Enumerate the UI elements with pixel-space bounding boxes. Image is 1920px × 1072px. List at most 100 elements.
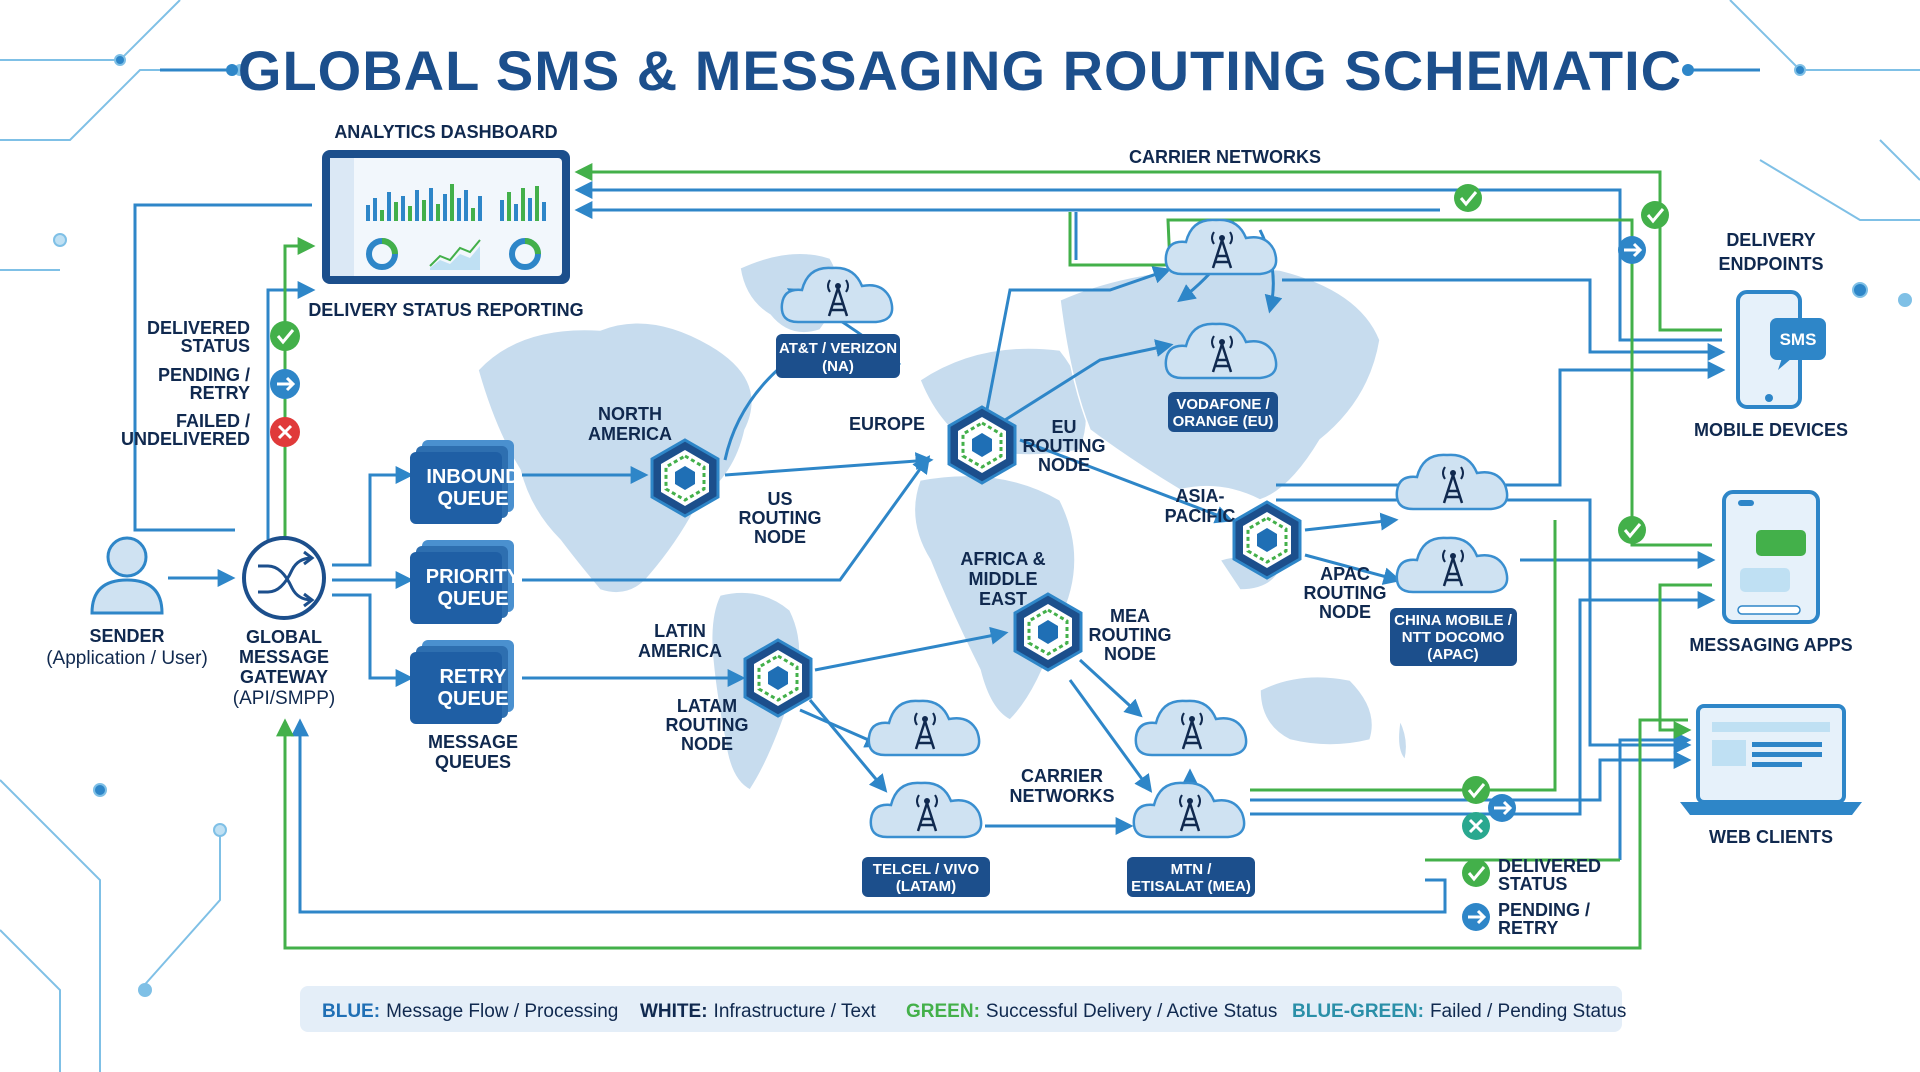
status-key-failed-label: FAILED / — [176, 411, 250, 431]
status-key-pending-label-2: RETRY — [190, 383, 250, 403]
mobile-device: SMS — [1736, 290, 1826, 409]
eu-node-label-2: ROUTING — [1023, 436, 1106, 456]
queues-caption: MESSAGE — [428, 732, 518, 752]
queue-label: PRIORITY — [426, 566, 521, 588]
carrier-networks-label: CARRIER — [1021, 766, 1103, 786]
mea-node-label-2: ROUTING — [1089, 625, 1172, 645]
region-europe: EUROPE — [849, 414, 925, 434]
gateway-label-3: GATEWAY — [240, 667, 328, 687]
legend-blue-green: BLUE-GREEN:Failed / Pending Status — [1292, 1001, 1626, 1022]
web-client-laptop — [1680, 704, 1862, 815]
tower-cloud-icon — [1164, 218, 1278, 276]
legend-white: WHITE:Infrastructure / Text — [640, 1001, 877, 1022]
tower-cloud-icon — [867, 699, 981, 757]
shuffle-icon — [258, 564, 313, 602]
gateway-label-4: (API/SMPP) — [233, 688, 335, 709]
latam-node-label: LATAM — [677, 696, 737, 716]
carrier-vodafone-label: VODAFONE / — [1176, 396, 1270, 413]
legend-blue: BLUE:Message Flow / Processing — [322, 1001, 618, 1022]
queue-label-2: QUEUE — [437, 488, 508, 510]
endpoints-heading: DELIVERY — [1726, 230, 1815, 250]
region-asia-pacific-2: PACIFIC — [1165, 506, 1236, 526]
dashboard-heading: ANALYTICS DASHBOARD — [334, 122, 557, 142]
legend-green: GREEN:Successful Delivery / Active Statu… — [906, 1001, 1277, 1022]
bottom-delivered-label-2: STATUS — [1498, 874, 1567, 894]
messaging-apps-label: MESSAGING APPS — [1689, 635, 1852, 655]
region-africa: AFRICA & — [960, 549, 1045, 569]
legend: BLUE:Message Flow / Processing WHITE:Inf… — [300, 986, 1626, 1032]
apac-node-label-2: ROUTING — [1304, 583, 1387, 603]
check-icon — [1454, 184, 1482, 212]
user-icon — [106, 536, 148, 578]
mea-node-label: MEA — [1110, 606, 1150, 626]
carrier-china-label-3: (APAC) — [1427, 646, 1478, 663]
queue-label-2: QUEUE — [437, 688, 508, 710]
us-node-label-3: NODE — [754, 527, 806, 547]
us-node-label: US — [767, 489, 792, 509]
global-message-gateway: GLOBAL MESSAGE GATEWAY (API/SMPP) — [233, 536, 335, 709]
status-key-pending-label: PENDING / — [158, 365, 250, 385]
tower-cloud-icon — [1134, 699, 1248, 757]
dashboard-caption: DELIVERY STATUS REPORTING — [308, 300, 583, 320]
region-latin-america: LATIN — [654, 621, 706, 641]
check-icon — [1462, 776, 1490, 804]
carrier-att-label-2: (NA) — [822, 358, 854, 375]
region-latin-america-2: AMERICA — [638, 641, 722, 661]
tablet-icon — [1722, 490, 1820, 624]
check-icon — [1618, 516, 1646, 544]
sender: SENDER (Application / User) — [46, 536, 208, 669]
bottom-pending-label-2: RETRY — [1498, 918, 1558, 938]
delivery-endpoints: DELIVERY ENDPOINTS SMS MOBILE DEVICES ME… — [1680, 230, 1862, 847]
status-key: DELIVERED STATUS PENDING / RETRY FAILED … — [121, 318, 300, 449]
queue-label: RETRY — [439, 666, 507, 688]
mobile-devices-label: MOBILE DEVICES — [1694, 420, 1848, 440]
latam-node-label-3: NODE — [681, 734, 733, 754]
region-labels: NORTH AMERICA EUROPE ASIA- PACIFIC AFRIC… — [588, 404, 1235, 661]
endpoints-heading-2: ENDPOINTS — [1718, 254, 1823, 274]
apac-node-label: APAC — [1320, 564, 1370, 584]
carrier-telcel-label: TELCEL / VIVO — [873, 861, 980, 878]
retry-queue: RETRY QUEUE — [410, 640, 514, 724]
sender-sublabel: (Application / User) — [46, 648, 208, 669]
status-key-failed-label-2: UNDELIVERED — [121, 429, 250, 449]
eu-node-label: EU — [1051, 417, 1076, 437]
carrier-networks-label-2: NETWORKS — [1010, 786, 1115, 806]
title-dots — [160, 64, 1760, 76]
check-icon — [1641, 201, 1669, 229]
inbound-queue: INBOUND QUEUE — [410, 440, 520, 524]
tower-cloud-icon — [1132, 781, 1246, 839]
queues-caption-2: QUEUES — [435, 752, 511, 772]
web-clients-label: WEB CLIENTS — [1709, 827, 1833, 847]
routing-nodes: US ROUTING NODE EU ROUTING NODE APAC ROU… — [650, 405, 1387, 754]
carrier-vodafone-label-2: ORANGE (EU) — [1173, 413, 1274, 430]
region-africa-2: MIDDLE — [969, 569, 1038, 589]
carrier-china-label: CHINA MOBILE / — [1394, 612, 1513, 629]
sms-badge: SMS — [1780, 330, 1817, 349]
mea-node-label-3: NODE — [1104, 644, 1156, 664]
message-queues: INBOUND QUEUE PRIORITY QUEUE RETRY QUEUE… — [410, 440, 521, 772]
latam-node-label-2: ROUTING — [666, 715, 749, 735]
queue-label: INBOUND — [426, 466, 519, 488]
bottom-status-key: DELIVERED STATUS PENDING / RETRY — [1462, 856, 1601, 938]
apac-node-label-3: NODE — [1319, 602, 1371, 622]
priority-queue: PRIORITY QUEUE — [410, 540, 521, 624]
gateway-label-1: GLOBAL — [246, 627, 322, 647]
bottom-pending-label: PENDING / — [1498, 900, 1590, 920]
page-title: GLOBAL SMS & MESSAGING ROUTING SCHEMATIC — [238, 39, 1682, 102]
status-badges — [1454, 184, 1669, 840]
region-asia-pacific: ASIA- — [1176, 486, 1225, 506]
carrier-china-label-2: NTT DOCOMO — [1402, 629, 1505, 646]
carrier-telcel-label-2: (LATAM) — [896, 878, 956, 895]
queue-label-2: QUEUE — [437, 588, 508, 610]
tower-cloud-icon — [1395, 453, 1509, 511]
region-north-america: NORTH — [598, 404, 662, 424]
analytics-dashboard: ANALYTICS DASHBOARD DELIVERY STATUS REPO… — [308, 122, 583, 320]
carrier-mtn-label-2: ETISALAT (MEA) — [1131, 878, 1251, 895]
status-key-delivered-label-2: STATUS — [181, 336, 250, 356]
dashboard-bar-chart — [366, 184, 546, 221]
tower-cloud-icon — [1395, 536, 1509, 594]
status-key-delivered-label: DELIVERED — [147, 318, 250, 338]
bottom-delivered-label: DELIVERED — [1498, 856, 1601, 876]
